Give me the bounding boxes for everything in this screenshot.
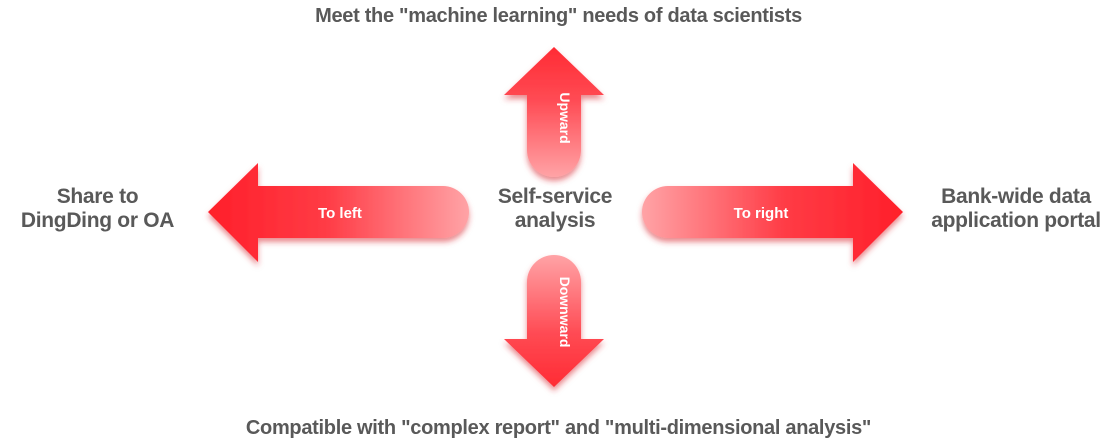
center-label: Self-service analysis bbox=[480, 185, 630, 233]
right-goal-line-1: Bank-wide data bbox=[941, 185, 1091, 208]
right-goal-label: Bank-wide data application portal bbox=[915, 185, 1117, 233]
left-arrow: To left bbox=[208, 163, 469, 262]
left-goal-label: Share to DingDing or OA bbox=[0, 185, 195, 233]
left-arrow-label: To left bbox=[318, 205, 362, 222]
up-arrow-label: Upward bbox=[557, 92, 573, 143]
bottom-goal-label: Compatible with "complex report" and "mu… bbox=[245, 417, 872, 439]
center-line-1: Self-service bbox=[497, 185, 613, 208]
down-arrow-label: Downward bbox=[557, 277, 573, 348]
left-goal-line-2: DingDing or OA bbox=[20, 209, 175, 232]
top-goal-label: Meet the "machine learning" needs of dat… bbox=[315, 5, 802, 27]
right-goal-line-2: application portal bbox=[931, 209, 1101, 232]
down-arrow: Downward bbox=[504, 255, 604, 387]
up-arrow: Upward bbox=[504, 47, 604, 177]
left-goal-line-1: Share to bbox=[56, 185, 139, 208]
right-arrow-label: To right bbox=[734, 205, 789, 222]
center-line-2: analysis bbox=[514, 209, 596, 232]
right-arrow: To right bbox=[642, 163, 903, 262]
